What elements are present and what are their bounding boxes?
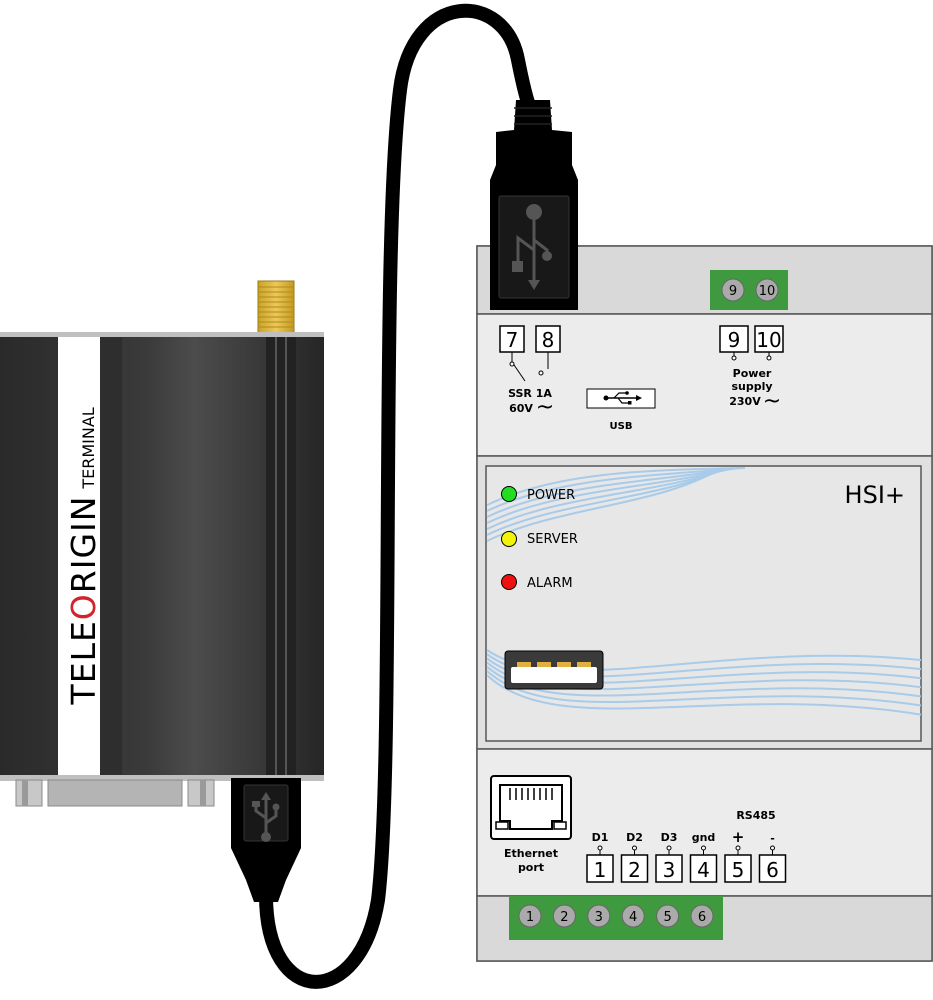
bottom-pin-1 bbox=[518, 904, 542, 928]
wave-bottom bbox=[486, 670, 922, 707]
alarm-led bbox=[501, 574, 517, 590]
usb-plug-device bbox=[490, 100, 578, 310]
signal-pin-3: 3 bbox=[663, 858, 676, 882]
signal-contact bbox=[770, 845, 775, 851]
signal-pin-1: 1 bbox=[594, 858, 607, 882]
signal-label-1: D2 bbox=[626, 831, 643, 844]
signal-terminal-box bbox=[689, 854, 718, 883]
power-label-2: supply bbox=[731, 380, 772, 393]
bottom-pin-label: 2 bbox=[560, 910, 568, 925]
bottom-pin-3 bbox=[587, 904, 611, 928]
signal-label-0: D1 bbox=[592, 831, 609, 844]
top-pin-label: 9 bbox=[729, 284, 737, 299]
relay-tilde: ~ bbox=[536, 395, 554, 420]
usb-plug-terminal bbox=[231, 778, 301, 902]
signal-pin-5: 5 bbox=[732, 858, 745, 882]
usb-port: USB bbox=[586, 388, 656, 432]
wave-bottom bbox=[486, 674, 922, 716]
signal-terminal-box bbox=[724, 854, 752, 883]
usb-icon bbox=[252, 792, 280, 842]
power-label-3: 230V bbox=[729, 395, 761, 408]
power-input: 9 10 Power supply 230V ~ bbox=[719, 325, 784, 414]
signal-terminal-box bbox=[758, 854, 787, 883]
bottom-pin-label: 3 bbox=[595, 910, 603, 925]
wave-top bbox=[486, 467, 722, 542]
bottom-pin-4 bbox=[621, 904, 645, 928]
bottom-terminal-block: 1 2 3 4 5 6 bbox=[509, 896, 723, 940]
signal-label-3: gnd bbox=[692, 831, 716, 844]
bottom-pin-label: 1 bbox=[526, 910, 534, 925]
usb-icon-device bbox=[512, 204, 552, 290]
top-pin-10 bbox=[755, 278, 779, 302]
relay-output: 7 8 SSR 1A 60V ~ bbox=[499, 325, 561, 420]
power-tilde: ~ bbox=[763, 389, 781, 414]
signal-contact bbox=[597, 845, 603, 851]
ethernet-label-2: port bbox=[518, 861, 544, 874]
signal-label-2: D3 bbox=[661, 831, 678, 844]
wave-top bbox=[486, 467, 734, 524]
signal-pin-6: 6 bbox=[766, 858, 779, 882]
relay-pin-7: 7 bbox=[506, 328, 519, 352]
bottom-pin-label: 4 bbox=[629, 910, 637, 925]
relay-label-2: 60V bbox=[509, 402, 533, 415]
ethernet-port: Ethernet port bbox=[490, 775, 572, 874]
top-pin-9 bbox=[721, 278, 745, 302]
signal-contact bbox=[735, 845, 741, 851]
power-pin-10: 10 bbox=[756, 328, 781, 352]
bottom-pin-2 bbox=[552, 904, 576, 928]
power-label-1: Power bbox=[733, 367, 772, 380]
usb-port-icon bbox=[603, 391, 642, 405]
ethernet-label-1: Ethernet bbox=[504, 847, 558, 860]
front-usb-socket bbox=[504, 650, 604, 690]
usb-label: USB bbox=[610, 421, 633, 432]
decorative-waves bbox=[486, 467, 922, 716]
signal-contact bbox=[666, 845, 672, 851]
server-led bbox=[501, 531, 517, 547]
usb-cable bbox=[259, 3, 539, 989]
signal-terminals: D1 1 D2 2 D3 3 gnd 4 +5 - 6 bbox=[586, 828, 787, 883]
terminal-label-strip bbox=[58, 337, 100, 777]
signal-contact bbox=[632, 845, 637, 851]
alarm-led-label: ALARM bbox=[527, 576, 573, 591]
signal-pin-2: 2 bbox=[628, 858, 641, 882]
signal-terminal-box bbox=[620, 854, 649, 883]
power-led-label: POWER bbox=[527, 488, 575, 503]
signal-label-5: - bbox=[770, 832, 775, 845]
bottom-pin-5 bbox=[656, 904, 680, 928]
relay-pin-8: 8 bbox=[542, 328, 555, 352]
bottom-pin-label: 6 bbox=[698, 910, 706, 925]
bottom-pin-6 bbox=[690, 904, 714, 928]
signal-terminal-box bbox=[586, 854, 614, 883]
bottom-pin-label: 5 bbox=[663, 910, 671, 925]
top-pin-label: 10 bbox=[759, 284, 776, 299]
status-leds: POWER SERVER ALARM bbox=[501, 486, 578, 591]
terminal-device: TERMINAL TELEORIGIN bbox=[0, 280, 324, 807]
hsi-device: 9 10 7 8 SSR 1A 60V ~ bbox=[476, 245, 933, 962]
signal-pin-4: 4 bbox=[697, 858, 710, 882]
power-led bbox=[501, 486, 517, 502]
rs485-label: RS485 bbox=[736, 809, 775, 822]
serial-connector bbox=[47, 779, 183, 807]
relay-label-1: SSR 1A bbox=[508, 387, 552, 400]
wave-top bbox=[486, 467, 738, 518]
wave-top bbox=[486, 467, 742, 512]
top-terminal-block: 9 10 bbox=[710, 270, 788, 310]
server-led-label: SERVER bbox=[527, 532, 578, 547]
signal-label-4: + bbox=[732, 828, 745, 846]
power-pin-9: 9 bbox=[728, 328, 741, 352]
terminal-model-label: TERMINAL bbox=[79, 407, 98, 489]
signal-contact bbox=[701, 845, 706, 851]
signal-terminal-box bbox=[655, 854, 683, 883]
device-model: HSI+ bbox=[845, 481, 905, 509]
brand-logo: TELEORIGIN bbox=[64, 496, 103, 706]
